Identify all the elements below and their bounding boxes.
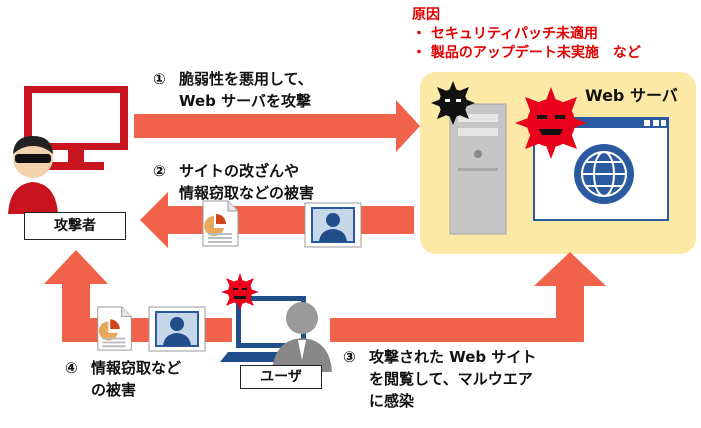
id-card-icon-2: [148, 306, 206, 352]
user-label: ユーザ: [240, 365, 322, 389]
step-4: ④ 情報窃取など の被害: [65, 357, 181, 401]
document-icon: [202, 200, 239, 247]
step-1-line-1: 脆弱性を悪用して、: [179, 70, 313, 88]
step-3-line-2: を閲覧して、マルウエア: [369, 370, 533, 388]
cause-item-2: ・ 製品のアップデート未実施 など: [412, 45, 641, 61]
attacker-label: 攻撃者: [24, 212, 126, 240]
server-tower-icon: [449, 103, 507, 235]
id-card-icon: [304, 202, 362, 248]
step-3-number: ③: [343, 348, 356, 366]
user-virus-icon: [221, 273, 259, 311]
cause-note: 原因 ・ セキュリティパッチ未適用 ・ 製品のアップデート未実施 など: [412, 6, 641, 63]
red-virus-icon: [515, 87, 587, 159]
step-3: ③ 攻撃された Web サイト を閲覧して、マルウエア に感染: [343, 346, 536, 412]
step-3-line-3: に感染: [369, 392, 415, 410]
step-1-number: ①: [153, 70, 166, 88]
attacker-monitor-icon: [24, 86, 128, 170]
step-2-line-1: サイトの改ざんや: [179, 162, 300, 180]
step-1-line-2: Web サーバを攻撃: [179, 92, 311, 110]
black-virus-icon: [431, 81, 475, 125]
cause-item-1: ・ セキュリティパッチ未適用: [412, 26, 599, 42]
attacker-icon: [8, 136, 58, 214]
user-icon: [272, 302, 332, 372]
step-4-line-1: 情報窃取など: [91, 359, 182, 377]
web-server-label: Web サーバ: [585, 86, 678, 105]
document-icon-2: [97, 306, 132, 351]
cause-title: 原因: [412, 7, 440, 23]
step-2-line-2: 情報窃取などの被害: [179, 184, 315, 202]
arrow-infection: [330, 252, 606, 342]
step-1: ① 脆弱性を悪用して、 Web サーバを攻撃: [153, 68, 313, 112]
arrow-attack: [134, 100, 420, 152]
step-2-number: ②: [153, 162, 166, 180]
step-4-number: ④: [65, 359, 78, 377]
step-3-line-1: 攻撃された Web サイト: [369, 348, 537, 366]
step-2: ② サイトの改ざんや 情報窃取などの被害: [153, 160, 314, 204]
step-4-line-2: の被害: [91, 381, 137, 399]
